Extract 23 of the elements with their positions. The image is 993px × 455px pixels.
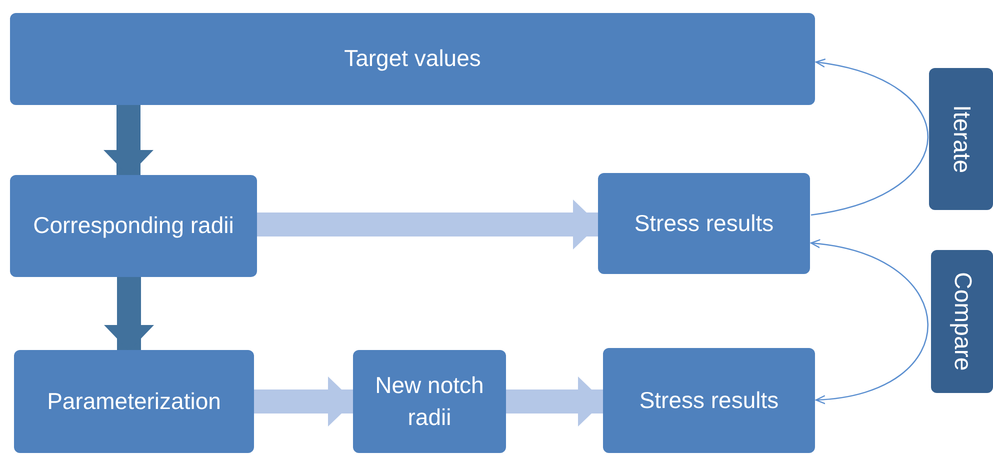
process-box [10, 13, 815, 105]
block-arrow [254, 376, 354, 426]
box-label: Iterate [947, 104, 976, 174]
box-label: Stress results [639, 386, 779, 415]
block-arrow [104, 277, 154, 351]
block-arrow [506, 376, 604, 426]
label-box [931, 250, 993, 393]
process-box [598, 173, 810, 274]
curved-arrow [810, 240, 928, 404]
box-label: Target values [344, 44, 481, 74]
curved-arrow [810, 59, 928, 216]
box-label: Parameterization [47, 386, 221, 416]
box-label: Stress results [634, 208, 774, 238]
label-box [929, 68, 993, 210]
block-arrow [104, 105, 154, 176]
process-box [10, 175, 257, 277]
box-label: Corresponding radii [33, 211, 234, 240]
box-label: Compare [948, 272, 977, 371]
process-box [14, 350, 254, 453]
block-arrow [257, 200, 599, 250]
process-box [353, 350, 506, 453]
box-label: New notch radii [374, 371, 485, 432]
process-box [603, 348, 815, 453]
